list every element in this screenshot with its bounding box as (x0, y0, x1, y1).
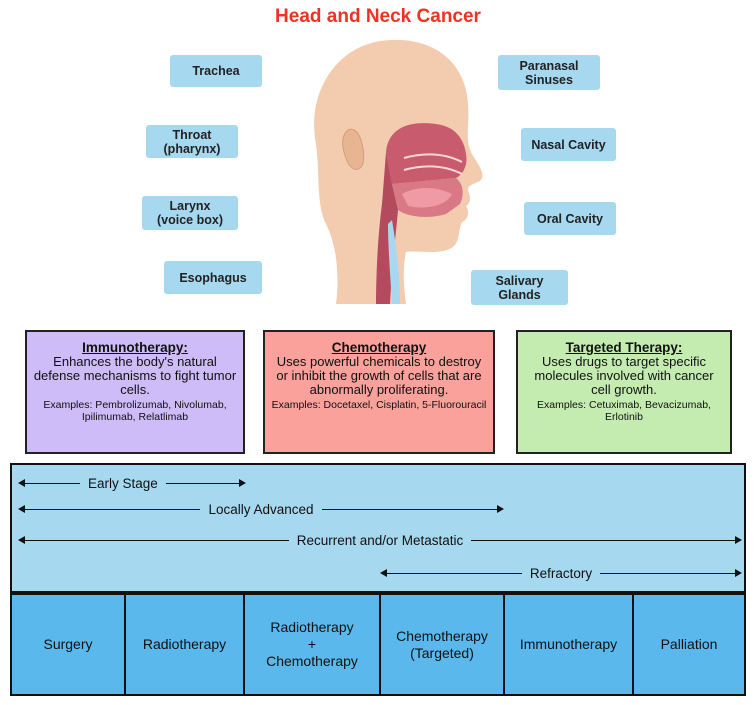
arrow-left-icon (18, 536, 25, 544)
targeted-therapy-description: Uses drugs to target specific molecules … (534, 354, 714, 397)
arrow-recurrent-metastatic: Recurrent and/or Metastatic (18, 532, 743, 548)
arrow-locally-advanced: Locally Advanced (18, 501, 505, 517)
card-immunotherapy: Immunotherapy: Enhances the body's natur… (25, 330, 245, 454)
arrow-right-icon (239, 479, 246, 487)
targeted-therapy-examples: Examples: Cetuximab, Bevacizumab, Erloti… (537, 399, 711, 423)
treatment-radiotherapy: Radiotherapy (124, 593, 245, 696)
label-trachea: Trachea (170, 55, 262, 87)
arrow-left-icon (380, 569, 387, 577)
immunotherapy-heading: Immunotherapy: (82, 340, 188, 355)
treatment-palliation: Palliation (632, 593, 746, 696)
stage-panel: Early Stage Locally Advanced Recurrent a… (10, 463, 746, 593)
stage-early: Early Stage (88, 475, 158, 491)
label-paranasal-sinuses: Paranasal Sinuses (498, 55, 600, 90)
treatment-radio-chemo: Radiotherapy + Chemotherapy (243, 593, 381, 696)
label-larynx: Larynx (voice box) (142, 196, 238, 230)
arrow-left-icon (18, 479, 25, 487)
arrow-early-stage: Early Stage (18, 475, 246, 491)
label-nasal-cavity: Nasal Cavity (521, 128, 616, 161)
arrow-left-icon (18, 505, 25, 513)
label-oral-cavity: Oral Cavity (524, 202, 616, 235)
chemotherapy-heading: Chemotherapy (331, 340, 427, 355)
immunotherapy-examples: Examples: Pembrolizumab, Nivolumab, Ipil… (43, 399, 227, 423)
stage-refractory: Refractory (529, 565, 593, 581)
treatment-immunotherapy: Immunotherapy (503, 593, 634, 696)
arrow-right-icon (735, 569, 742, 577)
stage-recurrent: Recurrent and/or Metastatic (296, 532, 464, 548)
arrow-right-icon (735, 536, 743, 544)
arrow-refractory: Refractory (380, 565, 742, 581)
targeted-therapy-heading: Targeted Therapy: (565, 340, 683, 355)
chemotherapy-examples: Examples: Docetaxel, Cisplatin, 5-Fluoro… (271, 399, 487, 411)
arrow-right-icon (497, 505, 505, 513)
treatment-surgery: Surgery (10, 593, 126, 696)
label-salivary-glands: Salivary Glands (471, 270, 568, 305)
label-throat: Throat (pharynx) (146, 125, 238, 158)
treatment-chemo-targeted: Chemotherapy (Targeted) (379, 593, 505, 696)
card-targeted-therapy: Targeted Therapy: Uses drugs to target s… (516, 330, 732, 454)
card-chemotherapy: Chemotherapy Uses powerful chemicals to … (263, 330, 495, 454)
stage-locally-advanced: Locally Advanced (208, 501, 314, 517)
chemotherapy-description: Uses powerful chemicals to destroy or in… (276, 354, 482, 397)
head-anatomy-illustration (314, 39, 483, 304)
immunotherapy-description: Enhances the body's natural defense mech… (33, 354, 237, 397)
label-esophagus: Esophagus (164, 261, 262, 294)
page-title: Head and Neck Cancer (275, 6, 481, 27)
treatment-row: Surgery Radiotherapy Radiotherapy + Chem… (10, 593, 746, 696)
